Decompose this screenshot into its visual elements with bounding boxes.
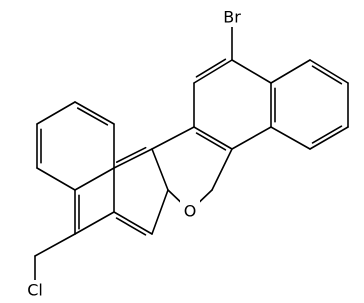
bond-lines xyxy=(34,16,349,291)
bond-line xyxy=(270,126,311,150)
chlorine-label: Cl xyxy=(27,281,43,300)
bond-line xyxy=(113,148,153,169)
bond-line xyxy=(309,59,349,84)
bond-line xyxy=(211,148,233,191)
bond-line xyxy=(309,126,349,150)
bond-line xyxy=(231,59,272,84)
bond-line xyxy=(36,167,76,191)
bond-line xyxy=(151,126,195,150)
bond-line xyxy=(311,65,343,85)
bond-line xyxy=(115,146,147,163)
bond-line xyxy=(151,148,169,191)
bond-line xyxy=(311,125,343,144)
bond-line xyxy=(74,167,115,191)
bond-line xyxy=(193,59,233,84)
bond-line xyxy=(74,101,115,125)
bond-line xyxy=(193,126,233,150)
bond-line xyxy=(113,211,153,235)
oxygen-label: O xyxy=(184,202,197,221)
chlorine-atom: Cl xyxy=(25,280,45,300)
bromine-atom: Br xyxy=(220,7,244,27)
bond-line xyxy=(195,132,227,151)
bond-line xyxy=(270,59,311,84)
bond-line xyxy=(231,126,272,150)
bond-line xyxy=(195,58,227,78)
bond-line xyxy=(34,233,76,257)
bond-line xyxy=(36,101,76,125)
bond-line xyxy=(151,189,169,235)
bromine-label: Br xyxy=(223,8,241,27)
bond-line xyxy=(76,107,109,126)
bond-line xyxy=(115,217,147,236)
bond-line xyxy=(74,211,115,235)
oxygen-atom: O xyxy=(180,200,200,222)
